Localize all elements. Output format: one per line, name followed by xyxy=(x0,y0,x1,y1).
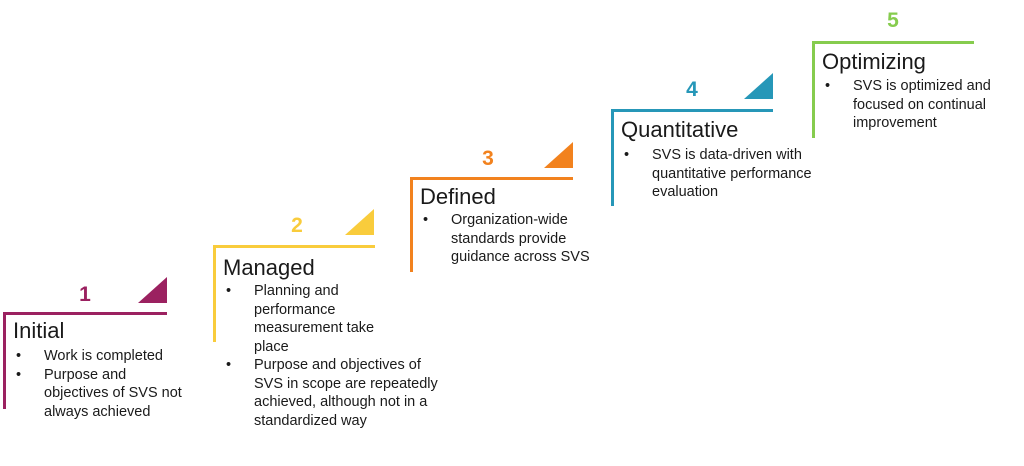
step-title: Defined xyxy=(420,184,496,209)
triangle-marker-icon xyxy=(345,209,374,235)
step-top-line xyxy=(611,109,773,112)
step-side-line xyxy=(611,109,614,206)
step-bullets: Work is completed Purpose and objectives… xyxy=(14,347,214,421)
step-title: Initial xyxy=(13,318,65,343)
step-bullets: SVS is data-driven with quantitative per… xyxy=(622,146,822,202)
step-bullets: Planning and performance measurement tak… xyxy=(224,282,449,430)
step-top-line xyxy=(213,245,375,248)
step-top-line xyxy=(3,312,167,315)
bullet-item: Planning and performance measurement tak… xyxy=(224,282,404,356)
triangle-marker-icon xyxy=(544,142,573,168)
step-bullets: Organization-wide standards provide guid… xyxy=(421,211,621,267)
bullet-item: Work is completed xyxy=(14,347,214,366)
step-top-line xyxy=(410,177,573,180)
triangle-marker-icon xyxy=(744,73,773,99)
step-side-line xyxy=(812,41,815,138)
step-bullets: SVS is optimized and focused on continua… xyxy=(823,77,1023,133)
bullet-item: Purpose and objectives of SVS in scope a… xyxy=(224,356,446,430)
triangle-marker-icon xyxy=(138,277,167,303)
step-top-line xyxy=(812,41,974,44)
bullet-item: Purpose and objectives of SVS not always… xyxy=(14,366,194,422)
step-side-line xyxy=(410,177,413,272)
step-number: 4 xyxy=(686,78,698,101)
step-side-line xyxy=(3,312,6,409)
step-title: Quantitative xyxy=(621,117,739,142)
step-number: 3 xyxy=(482,147,494,170)
bullet-item: SVS is data-driven with quantitative per… xyxy=(622,146,820,202)
step-number: 1 xyxy=(79,283,91,306)
bullet-item: SVS is optimized and focused on continua… xyxy=(823,77,1005,133)
step-number: 5 xyxy=(887,9,899,32)
step-side-line xyxy=(213,245,216,342)
bullet-item: Organization-wide standards provide guid… xyxy=(421,211,619,267)
step-title: Optimizing xyxy=(822,49,926,74)
step-title: Managed xyxy=(223,255,315,280)
step-number: 2 xyxy=(291,214,303,237)
